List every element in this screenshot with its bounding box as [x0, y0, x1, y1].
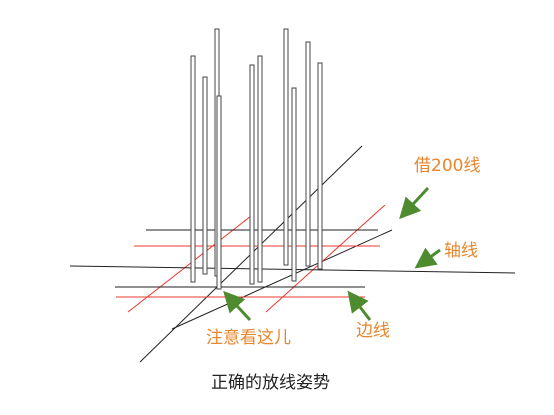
oblique-red-line-right	[265, 204, 386, 313]
rebar	[190, 55, 196, 283]
diagram-caption: 正确的放线姿势	[211, 373, 330, 393]
axis-line-label: 轴线	[444, 241, 478, 261]
rebar	[305, 41, 311, 267]
oblique-red-line-left	[127, 215, 252, 313]
borrow-200-line-label: 借200线	[414, 156, 481, 176]
rebar	[202, 76, 208, 275]
rebar	[257, 55, 263, 283]
pointer-arrows	[223, 186, 441, 322]
arrow-to-edge-line	[347, 290, 372, 321]
edge-line-label: 边线	[356, 321, 390, 341]
rebar	[283, 28, 289, 266]
rebar	[216, 95, 222, 290]
rebar	[317, 62, 323, 270]
note-here-label: 注意看这儿	[206, 328, 291, 348]
arrow-to-borrow-line	[399, 186, 430, 220]
rebar	[249, 64, 255, 285]
arrow-to-bar-base	[223, 290, 252, 322]
arrow-to-axis-line	[414, 247, 441, 269]
red-lines	[116, 204, 386, 313]
rebar-group	[190, 28, 323, 290]
rebar	[291, 87, 297, 282]
